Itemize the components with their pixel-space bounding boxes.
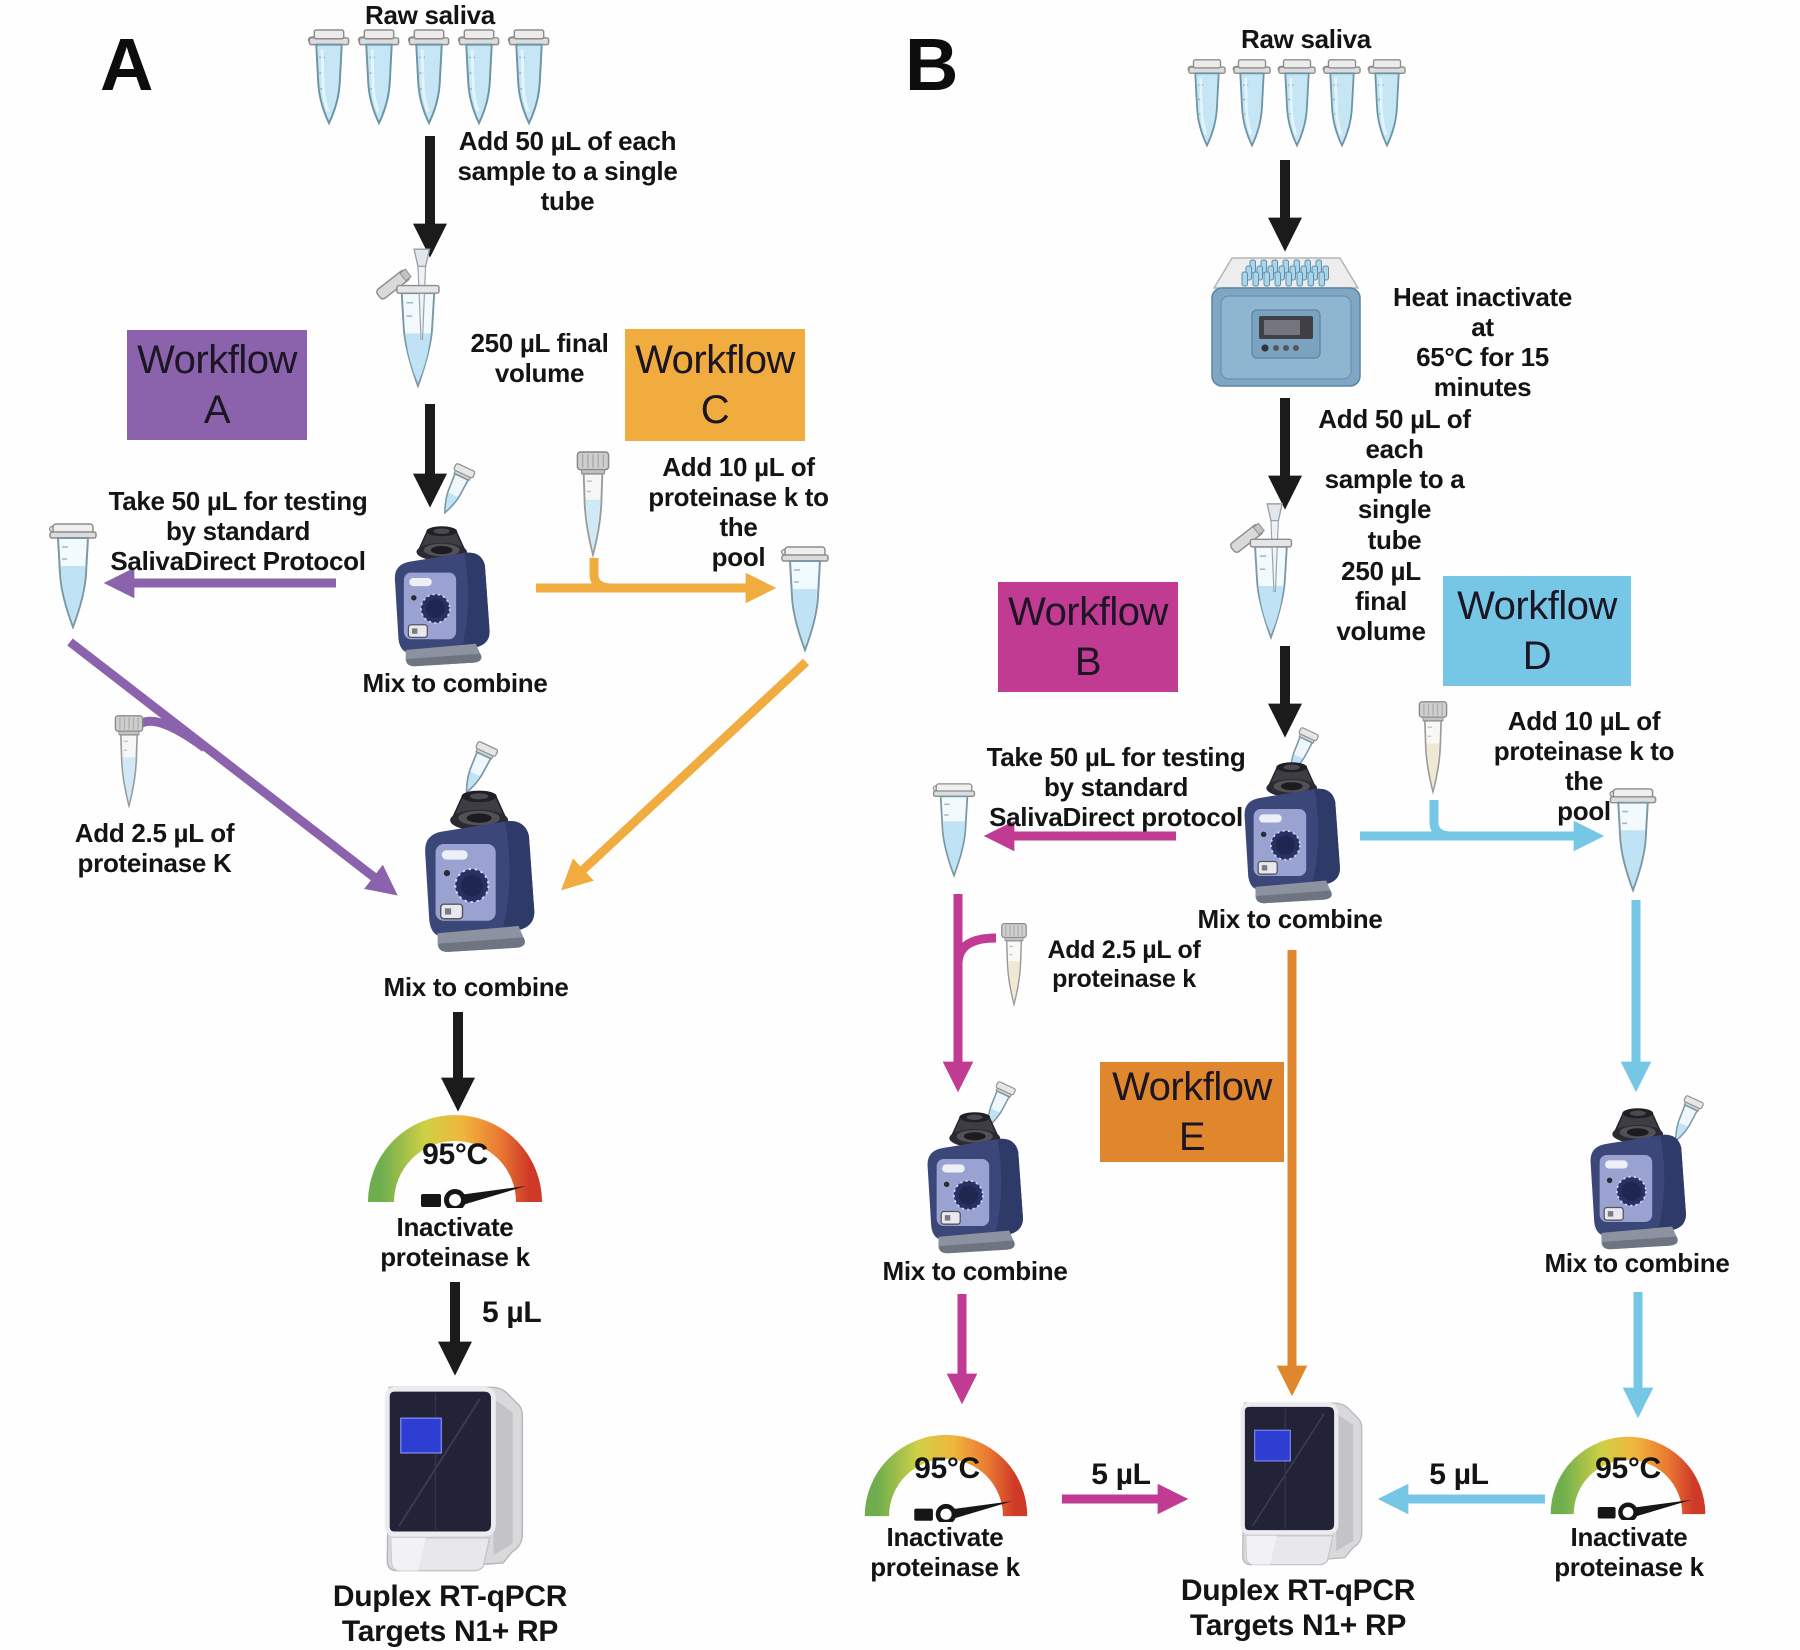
final-volume-note-b: 250 µL final volume — [1336, 556, 1426, 647]
add-2-5-note-a: Add 2.5 µL of proteinase K — [74, 818, 235, 879]
saliva-tube-icon — [1321, 58, 1363, 150]
saliva-tube-icon — [506, 28, 552, 128]
aliquot-tube-icon — [46, 520, 100, 634]
elbow-proteinase-d — [1429, 800, 1453, 841]
transfer-volume-b-left: 5 µL — [1091, 1458, 1151, 1491]
workflow-b-word: Workflow — [1008, 590, 1168, 634]
temp-label-b-right: 95°C — [1595, 1452, 1661, 1485]
saliva-tube-icon — [456, 28, 502, 128]
saliva-tube-icon — [1186, 58, 1228, 150]
pcr-label-b: Duplex RT-qPCR Targets N1+ RP — [1180, 1574, 1416, 1642]
workflow-a-word: Workflow — [137, 338, 297, 382]
workflow-c-letter: C — [700, 388, 730, 432]
transfer-volume-a: 5 µL — [482, 1296, 542, 1329]
workflow-d-box: Workflow D — [1443, 576, 1631, 686]
inactivate-note-b-right: Inactivate proteinase k — [1554, 1522, 1704, 1583]
workflow-a-box: Workflow A — [127, 330, 307, 440]
saliva-tube-icon — [1231, 58, 1273, 150]
raw-saliva-title-b: Raw saliva — [1241, 24, 1371, 54]
workflow-a-letter: A — [203, 388, 231, 432]
workflow-c-word: Workflow — [635, 338, 795, 382]
proteinase-tube-icon — [108, 714, 150, 812]
vortex-mixer-icon — [912, 1110, 1032, 1255]
workflow-c-box: Workflow C — [625, 329, 805, 441]
add-10-note-b: Add 10 µL of proteinase k to the pool — [1493, 706, 1675, 827]
proteinase-tube-icon — [1412, 700, 1454, 798]
temp-label-b-left: 95°C — [914, 1452, 980, 1485]
temp-label-a: 95°C — [422, 1138, 488, 1171]
add-each-note-b: Add 50 µL of each sample to a single tub… — [1318, 404, 1471, 555]
qpcr-machine-icon — [1220, 1398, 1376, 1568]
saliva-tube-icon — [306, 28, 352, 128]
saliva-tube-icon — [1276, 58, 1318, 150]
add-each-note-a: Add 50 µL of each sample to a single tub… — [457, 126, 678, 217]
mix-label-3b: Mix to combine — [1544, 1248, 1730, 1278]
vortex-mixer-icon — [408, 788, 544, 954]
take-50-note-a: Take 50 µL for testing by standard Saliv… — [108, 486, 368, 577]
mix-label-2b: Mix to combine — [882, 1256, 1068, 1286]
panel-b-label: B — [905, 23, 959, 106]
add-10-note-a: Add 10 µL of proteinase k to the pool — [648, 452, 829, 573]
take-50-note-b: Take 50 µL for testing by standard Saliv… — [986, 742, 1246, 833]
proteinase-tube-icon — [996, 922, 1032, 1010]
arrow-tube-to-mixer2-c — [561, 658, 810, 891]
saliva-tube-icon — [1366, 58, 1408, 150]
panel-a-label: A — [100, 23, 154, 106]
workflow-d-word: Workflow — [1457, 584, 1617, 628]
vortex-mixer-icon — [378, 524, 500, 668]
arrow-tube-to-mixer2-a — [67, 638, 398, 896]
vortex-mixer-icon — [1574, 1106, 1696, 1251]
inactivate-note-b-left: Inactivate proteinase k — [870, 1522, 1020, 1583]
final-volume-note-a: 250 µL final volume — [470, 328, 609, 389]
heat-inactivate-note-b: Heat inactivate at 65°C for 15 minutes — [1392, 282, 1573, 403]
saliva-tube-icon — [356, 28, 402, 128]
workflow-b-box: Workflow B — [998, 582, 1178, 692]
workflow-e-box: Workflow E — [1100, 1062, 1284, 1162]
pcr-label-a: Duplex RT-qPCR Targets N1+ RP — [332, 1580, 568, 1648]
transfer-volume-b-right: 5 µL — [1429, 1458, 1489, 1491]
pooling-tube-icon — [374, 243, 460, 395]
pool-tube-icon — [1606, 786, 1660, 896]
add-2-5-note-b: Add 2.5 µL of proteinase k — [1047, 936, 1201, 993]
pooling-tube-icon — [1228, 500, 1312, 644]
workflow-b-letter: B — [1074, 640, 1102, 684]
mix-label-1a: Mix to combine — [362, 668, 548, 698]
qpcr-machine-icon — [368, 1380, 532, 1576]
mix-label-2a: Mix to combine — [383, 972, 569, 1002]
elbow-proteinase-b — [953, 933, 997, 965]
workflow-e-letter: E — [1178, 1115, 1206, 1159]
heat-block-icon — [1198, 244, 1374, 394]
pool-tube-icon — [778, 543, 832, 657]
workflow-e-word: Workflow — [1112, 1065, 1272, 1109]
inactivate-note-a: Inactivate proteinase k — [380, 1212, 530, 1273]
mix-label-1b: Mix to combine — [1197, 904, 1383, 934]
aliquot-tube-icon — [930, 780, 978, 882]
workflow-d-letter: D — [1522, 634, 1552, 678]
raw-saliva-title-a: Raw saliva — [365, 0, 495, 30]
saliva-tube-icon — [406, 28, 452, 128]
proteinase-tube-icon — [572, 450, 614, 562]
vortex-mixer-icon — [1228, 760, 1350, 905]
